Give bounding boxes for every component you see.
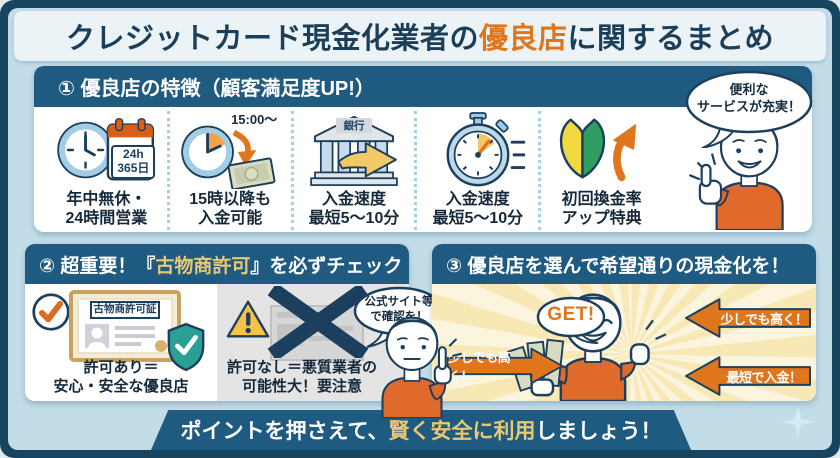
unlicensed-area: 公式サイト等 で確認を！ 許可なし＝悪質業者の 可能性大！要注意 <box>217 283 445 401</box>
shield-check-icon <box>165 322 207 377</box>
arrow-fast-deposit: 最短で入金！ <box>684 354 812 398</box>
arrow-higher-right-label: 少しでも高く！ <box>720 311 808 327</box>
feature-deposit-speed-timer: 入金速度 最短5～10分 <box>417 111 542 230</box>
speech-bubble-services: 便利な サービスが充実！ <box>684 70 814 149</box>
check-circle-icon <box>31 292 71 337</box>
feature-label: 入金速度 最短5～10分 <box>308 191 400 227</box>
footer-highlight: 賢く安全に利用 <box>388 420 536 443</box>
section1-panel: ① 優良店の特徴（顧客満足度UP!） 24h 365日 <box>34 66 814 232</box>
title-banner: クレジットカード現金化業者の優良店に関するまとめ <box>14 11 826 61</box>
get-speech-bubble-text: GET! <box>547 304 595 325</box>
license-certificate-illustration: 古物商許可証 <box>69 290 181 362</box>
section1-header: ① 優良店の特徴（顧客満足度UP!） <box>34 66 812 107</box>
arrow-higher-right: 少しでも高く！ <box>684 296 812 340</box>
calendar-badge: 24h 365日 <box>111 145 156 179</box>
arrow-fast-deposit-label: 最短で入金！ <box>726 369 802 385</box>
title-suffix: に関するまとめ <box>567 23 775 55</box>
beginner-mark-icon <box>552 111 652 189</box>
x-mark-icon <box>263 283 373 363</box>
footer-prefix: ポイントを押さえて、 <box>180 420 389 443</box>
bank-transfer-icon: 銀行 <box>304 111 404 189</box>
title-prefix: クレジットカード現金化業者の <box>65 23 479 55</box>
feature-first-time-bonus: 初回換金率 アップ特典 <box>541 111 662 230</box>
feature-afternoon-deposit: 15:00～ 15時以降も 入金可能 <box>170 111 294 230</box>
section3-panel: ③ 優良店を選んで希望通りの現金化を！ <box>432 244 816 401</box>
feature-deposit-speed-bank: 銀行 入金速度 最短5～10分 <box>294 111 418 230</box>
title-highlight: 優良店 <box>478 23 568 55</box>
get-speech-bubble: GET! <box>536 296 606 346</box>
feature-24h-365: 24h 365日 年中無休・ 24時間営業 <box>46 111 170 230</box>
licensed-caption: 許可あり＝ 安心・安全な優良店 <box>53 359 189 395</box>
section2-heading-highlight: 古物商許可 <box>155 255 251 277</box>
feature-label: 初回換金率 アップ特典 <box>561 191 642 227</box>
speech-bubble-services-text: 便利な サービスが充実！ <box>696 82 801 114</box>
section2-panel: ② 超重要！『古物商許可』を必ずチェック <box>25 244 445 401</box>
pointing-man-illustration <box>362 300 462 420</box>
footer-text: ポイントを押さえて、賢く安全に利用しましょう！ <box>181 415 662 445</box>
stopwatch-icon <box>428 111 528 189</box>
section1-heading: ① 優良店の特徴（顧客満足度UP!） <box>58 78 375 100</box>
section2-heading-prefix: ② 超重要！『 <box>39 255 156 277</box>
feature-label: 15時以降も 入金可能 <box>189 191 272 227</box>
section3-header: ③ 優良店を選んで希望通りの現金化を！ <box>432 244 816 284</box>
certificate-title: 古物商許可証 <box>93 303 157 315</box>
feature-label: 入金速度 最短5～10分 <box>432 191 524 227</box>
unlicensed-caption: 許可なし＝悪質業者の 可能性大！要注意 <box>226 359 377 395</box>
time-badge: 15:00～ <box>231 112 278 127</box>
arrow-higher-left: 少しでも高く！ <box>444 346 566 386</box>
footer-suffix: しましょう！ <box>535 420 662 443</box>
clock-calendar-icon: 24h 365日 <box>56 111 156 189</box>
afternoon-clock-icon: 15:00～ <box>180 111 280 189</box>
section1-features-row: 24h 365日 年中無休・ 24時間営業 <box>46 111 662 230</box>
thumbs-up-man-illustration <box>684 98 802 232</box>
section2-heading: ② 超重要！『古物商許可』を必ずチェック <box>39 251 402 278</box>
feature-label: 年中無休・ 24時間営業 <box>65 191 148 227</box>
section2-body: 古物商許可証 許可あり＝ 安心・安全な優良店 <box>25 283 445 401</box>
bank-badge: 銀行 <box>335 118 372 133</box>
section2-header: ② 超重要！『古物商許可』を必ずチェック <box>25 244 409 284</box>
arrow-higher-left-label: 少しでも高く！ <box>448 350 511 384</box>
section3-heading: ③ 優良店を選んで希望通りの現金化を！ <box>446 255 790 277</box>
page-title: クレジットカード現金化業者の優良店に関するまとめ <box>66 15 774 57</box>
sunburst-background: GET! 少しでも高く！ 少しでも高く！ 最短で入金！ <box>432 284 816 401</box>
section2-heading-suffix: 』を必ずチェック <box>250 255 403 277</box>
licensed-area: 古物商許可証 許可あり＝ 安心・安全な優良店 <box>25 284 217 401</box>
warning-icon <box>225 298 271 347</box>
